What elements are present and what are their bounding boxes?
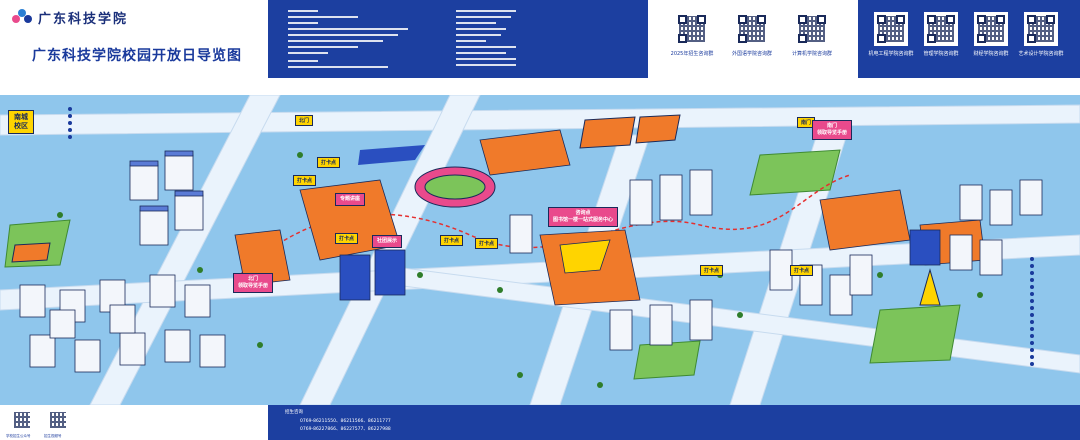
- qr-code[interactable]: [974, 12, 1008, 46]
- legend-left: [68, 105, 72, 140]
- activity-text-block: [456, 10, 516, 66]
- south-gate-guide-tag[interactable]: 南门 领取导览手册: [812, 120, 853, 140]
- north-gate-tag[interactable]: 北门: [295, 115, 314, 126]
- qr-code[interactable]: [735, 12, 769, 46]
- checkin-tag[interactable]: 打卡点: [335, 233, 359, 244]
- page-title: 广东科技学院校园开放日导览图: [32, 48, 242, 64]
- service-center-tag[interactable]: 咨询点 图书馆一楼一站式服务中心: [548, 207, 619, 227]
- schedule-text-block: [288, 10, 408, 68]
- qr-code[interactable]: [924, 12, 958, 46]
- qr-label: 管理学院咨询群: [923, 51, 959, 57]
- club-tag[interactable]: 社团展示: [372, 235, 403, 248]
- logo-mark-icon: [12, 8, 34, 27]
- qr-label: 外国语学院咨询群: [731, 51, 773, 57]
- checkin-tag[interactable]: 打卡点: [293, 175, 317, 186]
- lecture-tag[interactable]: 专题讲座: [335, 193, 366, 206]
- qr-label: 机电工程学院咨询群: [868, 51, 914, 57]
- footer-qr-code[interactable]: [46, 408, 70, 432]
- checkin-tag[interactable]: 打卡点: [475, 238, 499, 249]
- consult-phone-1: 0769-86211550、86211566、86211777: [300, 419, 391, 424]
- checkin-tag[interactable]: 打卡点: [700, 265, 724, 276]
- campus-map[interactable]: 南城校区 北门 南门 打卡点 打卡点 打卡点 打卡点 打卡点 打卡点 打卡点 专…: [0, 95, 1080, 405]
- qr-label: 财经学院咨询群: [973, 51, 1009, 57]
- checkin-tag[interactable]: 打卡点: [790, 265, 814, 276]
- qr-code[interactable]: [675, 12, 709, 46]
- north-gate-guide-tag[interactable]: 北门 领取导览手册: [233, 273, 274, 293]
- map-base: [0, 95, 1080, 405]
- qr-label: 2025年招生咨询群: [670, 51, 714, 57]
- footer-qr-label: 招生视频号: [44, 434, 62, 438]
- campus-label: 南城校区: [8, 110, 34, 134]
- qr-label: 艺术设计学院咨询群: [1018, 51, 1064, 57]
- consult-phone-2: 0769-86227866、86227577、86227988: [300, 427, 391, 432]
- qr-label: 计算机学院咨询群: [791, 51, 833, 57]
- footer: 学校招生公众号 招生视频号 招生咨询 0769-86211550、8621156…: [0, 405, 1080, 440]
- footer-qr-code[interactable]: [10, 408, 34, 432]
- consult-label: 招生咨询: [285, 410, 303, 415]
- footer-qr-label: 学校招生公众号: [6, 434, 31, 438]
- legend-right: [1030, 255, 1034, 367]
- checkin-tag[interactable]: 打卡点: [317, 157, 341, 168]
- school-logo: 广东科技学院: [12, 8, 128, 27]
- qr-code[interactable]: [874, 12, 908, 46]
- qr-group-left: [675, 12, 829, 46]
- qr-code[interactable]: [1024, 12, 1058, 46]
- qr-code[interactable]: [795, 12, 829, 46]
- checkin-tag[interactable]: 打卡点: [440, 235, 464, 246]
- footer-blue: [268, 405, 1080, 440]
- logo-text: 广东科技学院: [38, 12, 129, 27]
- qr-group-right: [874, 12, 1058, 46]
